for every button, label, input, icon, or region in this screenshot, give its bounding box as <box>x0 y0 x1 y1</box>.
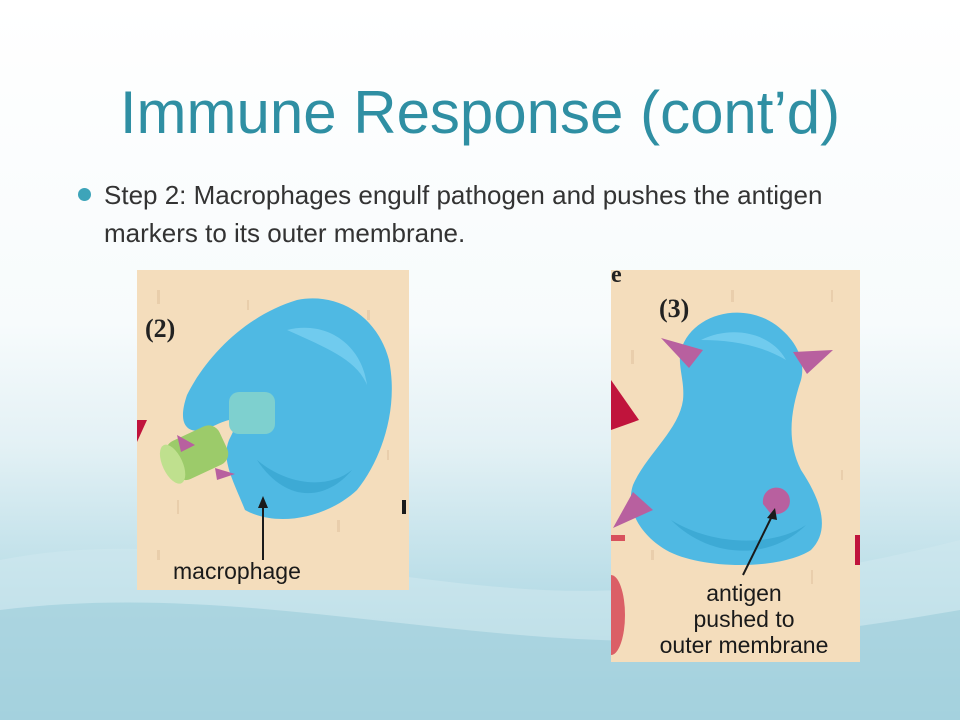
bullet-text: Step 2: Macrophages engulf pathogen and … <box>104 180 823 248</box>
bullet-item: Step 2: Macrophages engulf pathogen and … <box>78 176 898 252</box>
figure-step-2: (2) macrophage <box>137 270 409 590</box>
figure-step-3: (3) antigen pushed to outer membrane <box>611 270 860 662</box>
slide-title: Immune Response (cont’d) <box>119 79 841 146</box>
macrophage-label: macrophage <box>173 558 301 584</box>
bullet-dot-icon <box>78 188 91 201</box>
antigen-label-line: pushed to <box>693 606 795 632</box>
antigen-presentation-illustration <box>611 290 860 655</box>
antigen-label-line: antigen <box>706 580 782 606</box>
cropped-edge-text: e <box>611 262 622 288</box>
bullet-list: Step 2: Macrophages engulf pathogen and … <box>78 176 898 252</box>
step-number: (2) <box>145 314 176 343</box>
step-number: (3) <box>659 294 690 323</box>
antigen-label: antigen pushed to outer membrane <box>629 580 859 658</box>
macrophage-engulfing-illustration <box>137 290 406 560</box>
antigen-label-line: outer membrane <box>659 632 829 658</box>
